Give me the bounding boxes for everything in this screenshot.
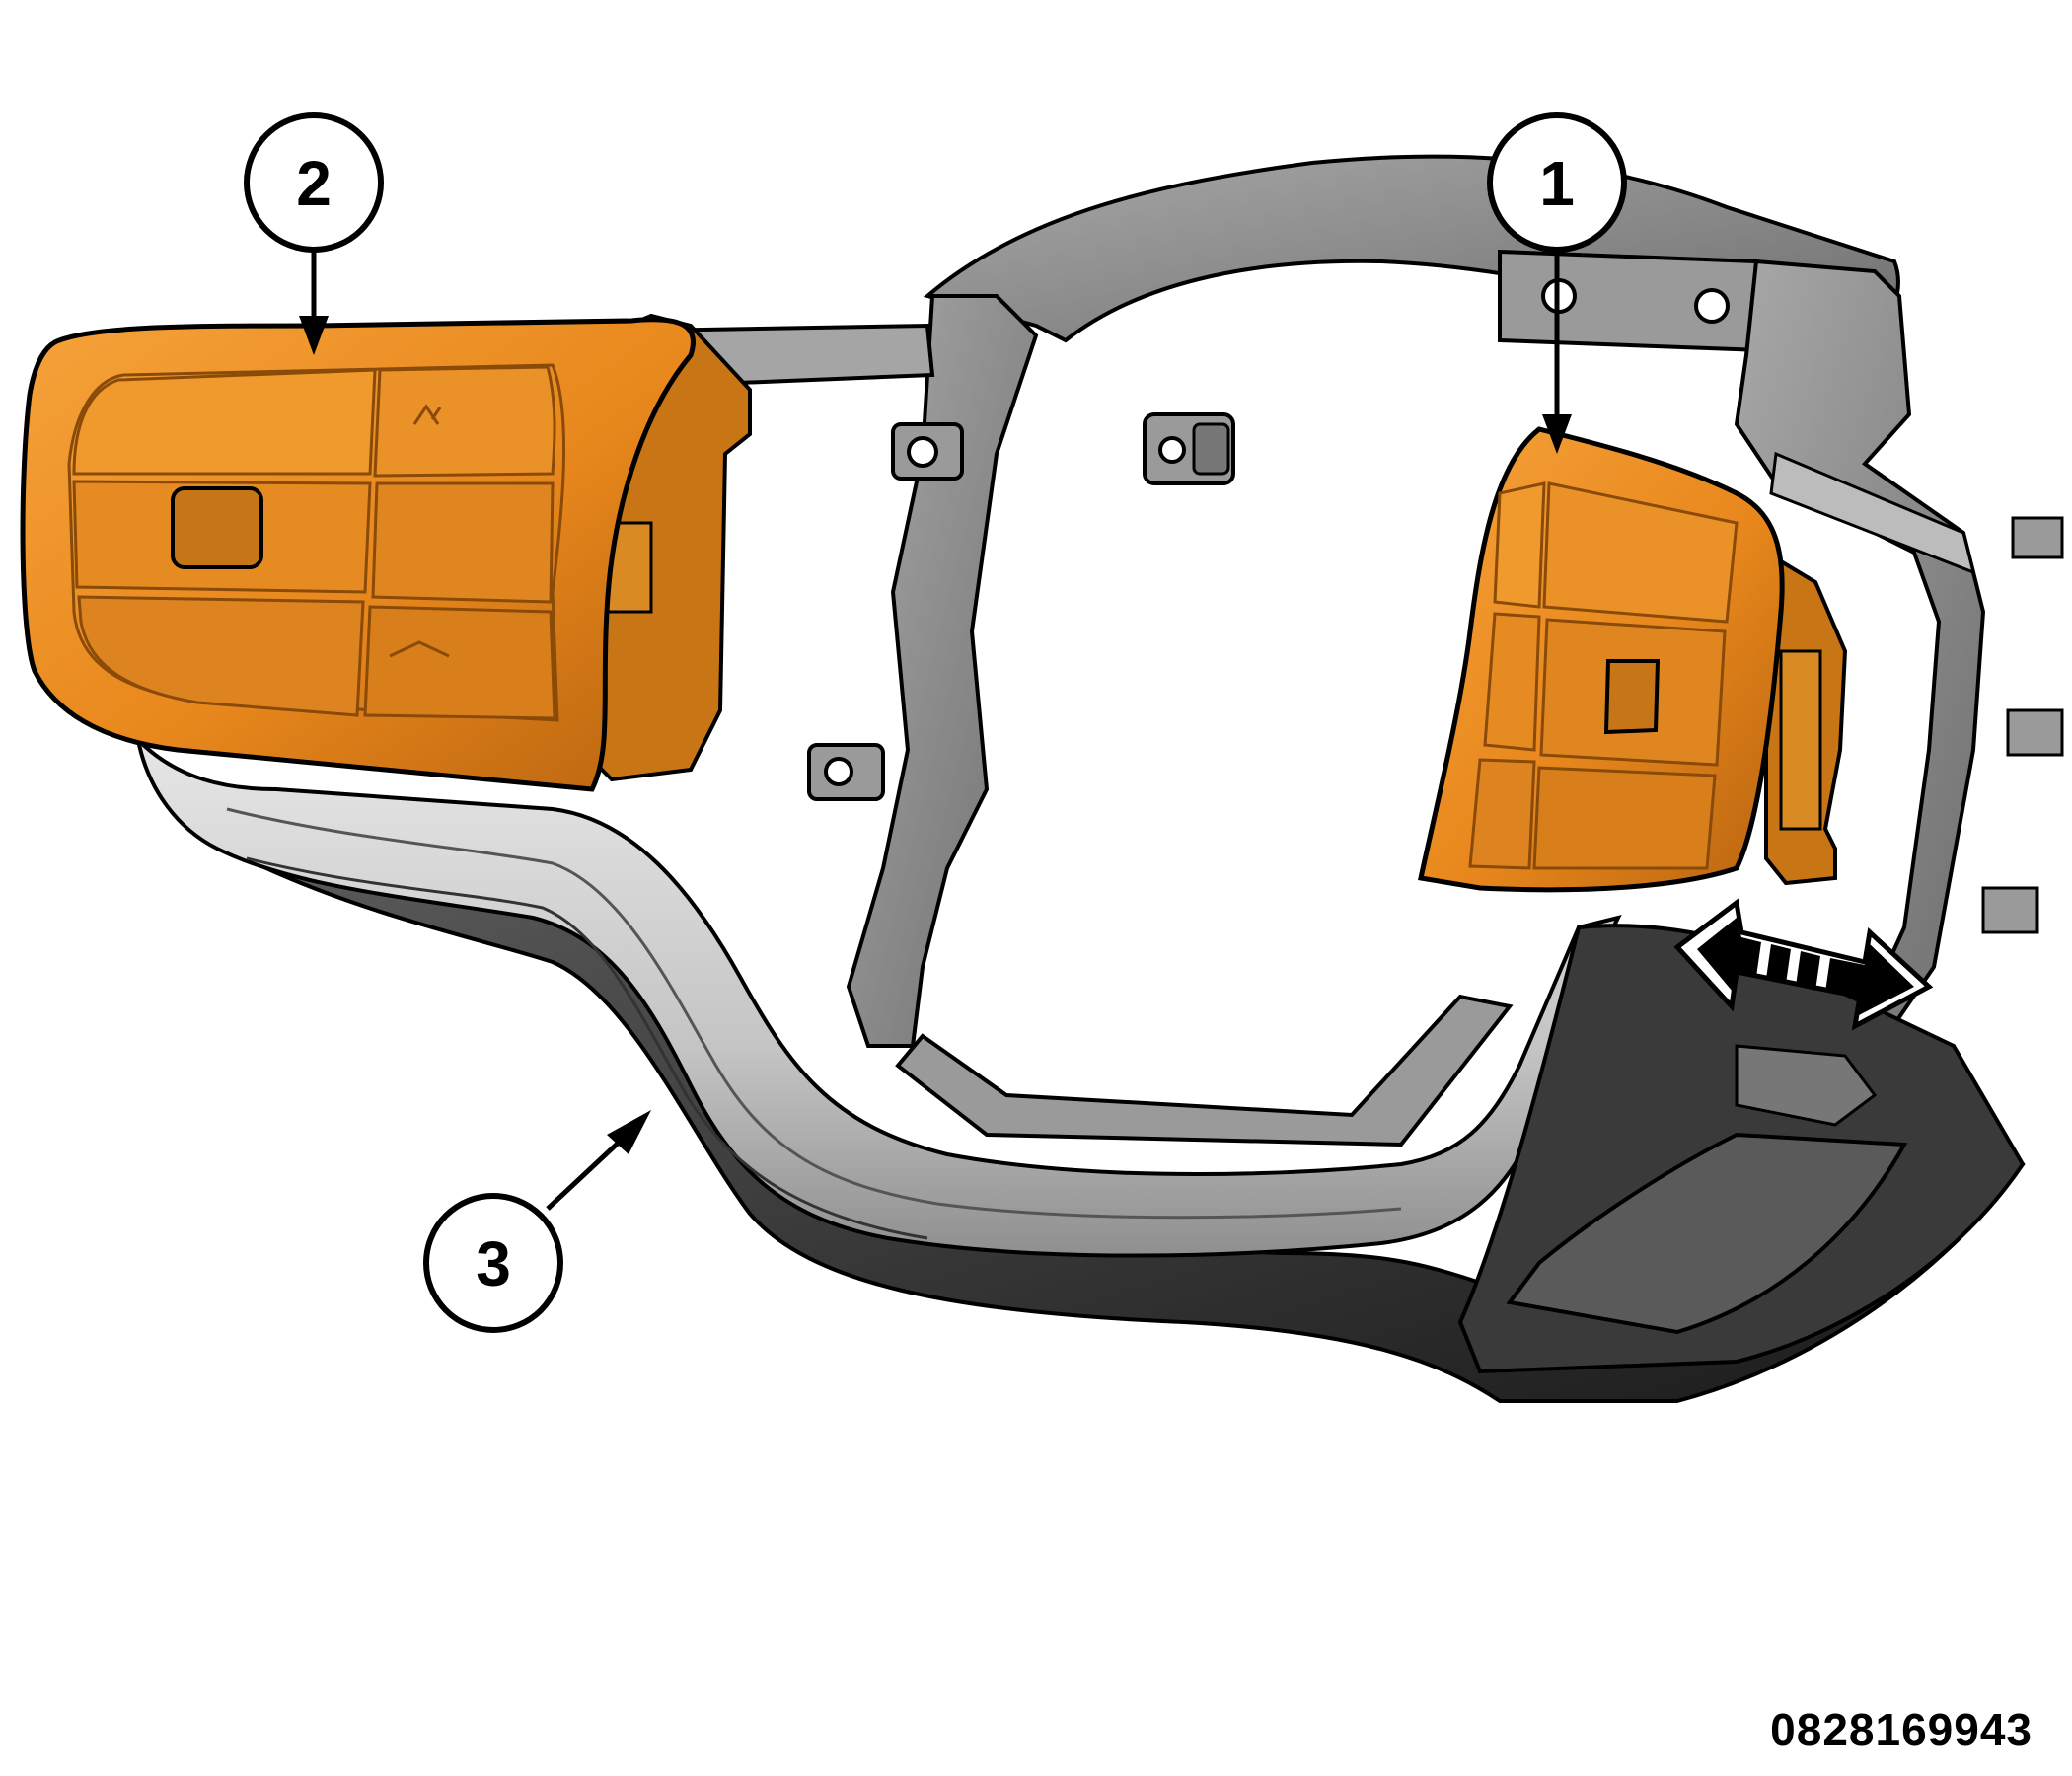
callout-1-label: 1 bbox=[1539, 148, 1575, 219]
steering-wheel-frame bbox=[641, 154, 2064, 1147]
right-switch-module bbox=[1418, 426, 1848, 893]
callout-1: 1 bbox=[1487, 112, 1627, 454]
callout-3: 3 bbox=[423, 1110, 651, 1333]
callout-2-label: 2 bbox=[296, 148, 332, 219]
callout-2: 2 bbox=[244, 112, 384, 355]
callout-3-label: 3 bbox=[476, 1228, 511, 1299]
removal-direction-arrow bbox=[1673, 898, 1934, 1031]
left-switch-module bbox=[20, 313, 752, 792]
figure-id: 0828169943 bbox=[1770, 1704, 2033, 1755]
steering-wheel-bezel bbox=[134, 733, 2026, 1403]
